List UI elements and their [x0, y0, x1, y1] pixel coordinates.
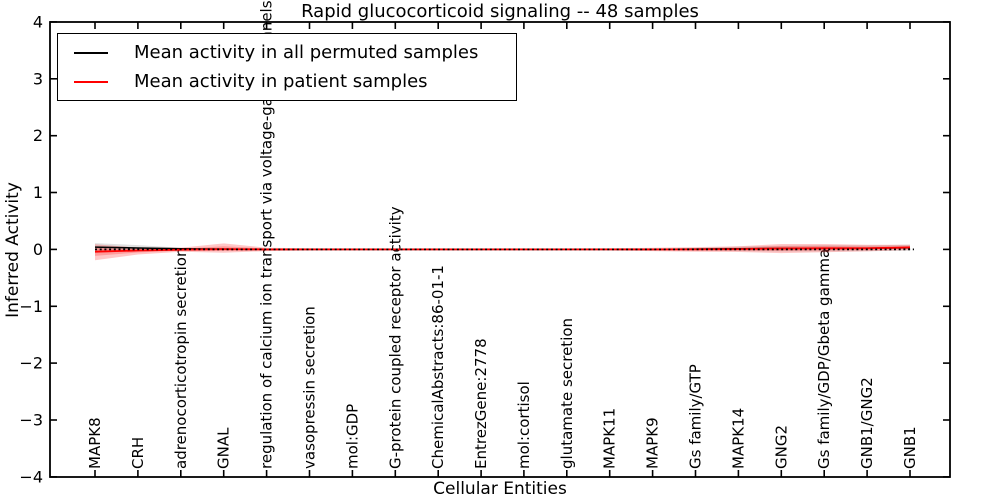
y-tick-label: 4 — [33, 12, 43, 31]
confidence-band — [95, 243, 910, 253]
patient-mean-line — [94, 246, 911, 253]
x-tick-label: glutamate secretion — [558, 318, 576, 469]
patient-line-swatch — [74, 80, 108, 83]
x-tick-label: Gs family/GDP/Gbeta gamma — [815, 249, 833, 469]
x-tick-label: regulation of calcium ion transport via … — [258, 0, 276, 469]
legend-label: Mean activity in all permuted samples — [134, 42, 479, 63]
x-tick-label: adrenocorticotropin secretion — [172, 248, 190, 469]
y-axis-label: Inferred Activity — [3, 182, 23, 318]
x-tick-label: GNB1/GNG2 — [858, 377, 876, 469]
x-tick-label: CRH — [129, 437, 147, 469]
legend-item-patient: Mean activity in patient samples — [58, 67, 516, 96]
y-tick-label: −3 — [19, 411, 43, 430]
x-tick-label: MAPK8 — [86, 417, 104, 469]
x-tick-label: GNB1 — [901, 426, 919, 469]
x-tick-label: mol:cortisol — [515, 381, 533, 469]
y-tick-label: −1 — [19, 297, 43, 316]
x-tick-label: GNG2 — [772, 425, 790, 469]
x-tick-label: MAPK14 — [729, 408, 747, 469]
permuted-line-swatch — [74, 51, 108, 54]
x-tick-label: Gs family/GTP — [687, 364, 705, 469]
y-tick-label: 3 — [33, 69, 43, 88]
x-tick-label: G-protein coupled receptor activity — [386, 206, 404, 469]
legend-item-permuted: Mean activity in all permuted samples — [58, 38, 516, 67]
y-tick-label: −4 — [19, 467, 43, 486]
x-tick-label: MAPK9 — [644, 417, 662, 469]
x-tick-label: MAPK11 — [601, 408, 619, 469]
x-tick-label: mol:GDP — [343, 404, 361, 469]
x-tick-label: EntrezGene:2778 — [472, 338, 490, 469]
x-axis-label: Cellular Entities — [433, 479, 567, 499]
confidence-band — [95, 243, 910, 261]
chart-title: Rapid glucocorticoid signaling -- 48 sam… — [301, 1, 699, 22]
y-tick-label: −2 — [19, 354, 43, 373]
x-tick-label: vasopressin secretion — [301, 306, 319, 469]
legend: Mean activity in all permuted samples Me… — [57, 33, 517, 101]
x-tick-label: ChemicalAbstracts:86-01-1 — [429, 265, 447, 469]
y-tick-label: 0 — [33, 240, 43, 259]
x-tick-label: GNAL — [215, 427, 233, 469]
legend-label: Mean activity in patient samples — [134, 71, 428, 92]
y-tick-label: 2 — [33, 126, 43, 145]
y-tick-label: 1 — [33, 183, 43, 202]
